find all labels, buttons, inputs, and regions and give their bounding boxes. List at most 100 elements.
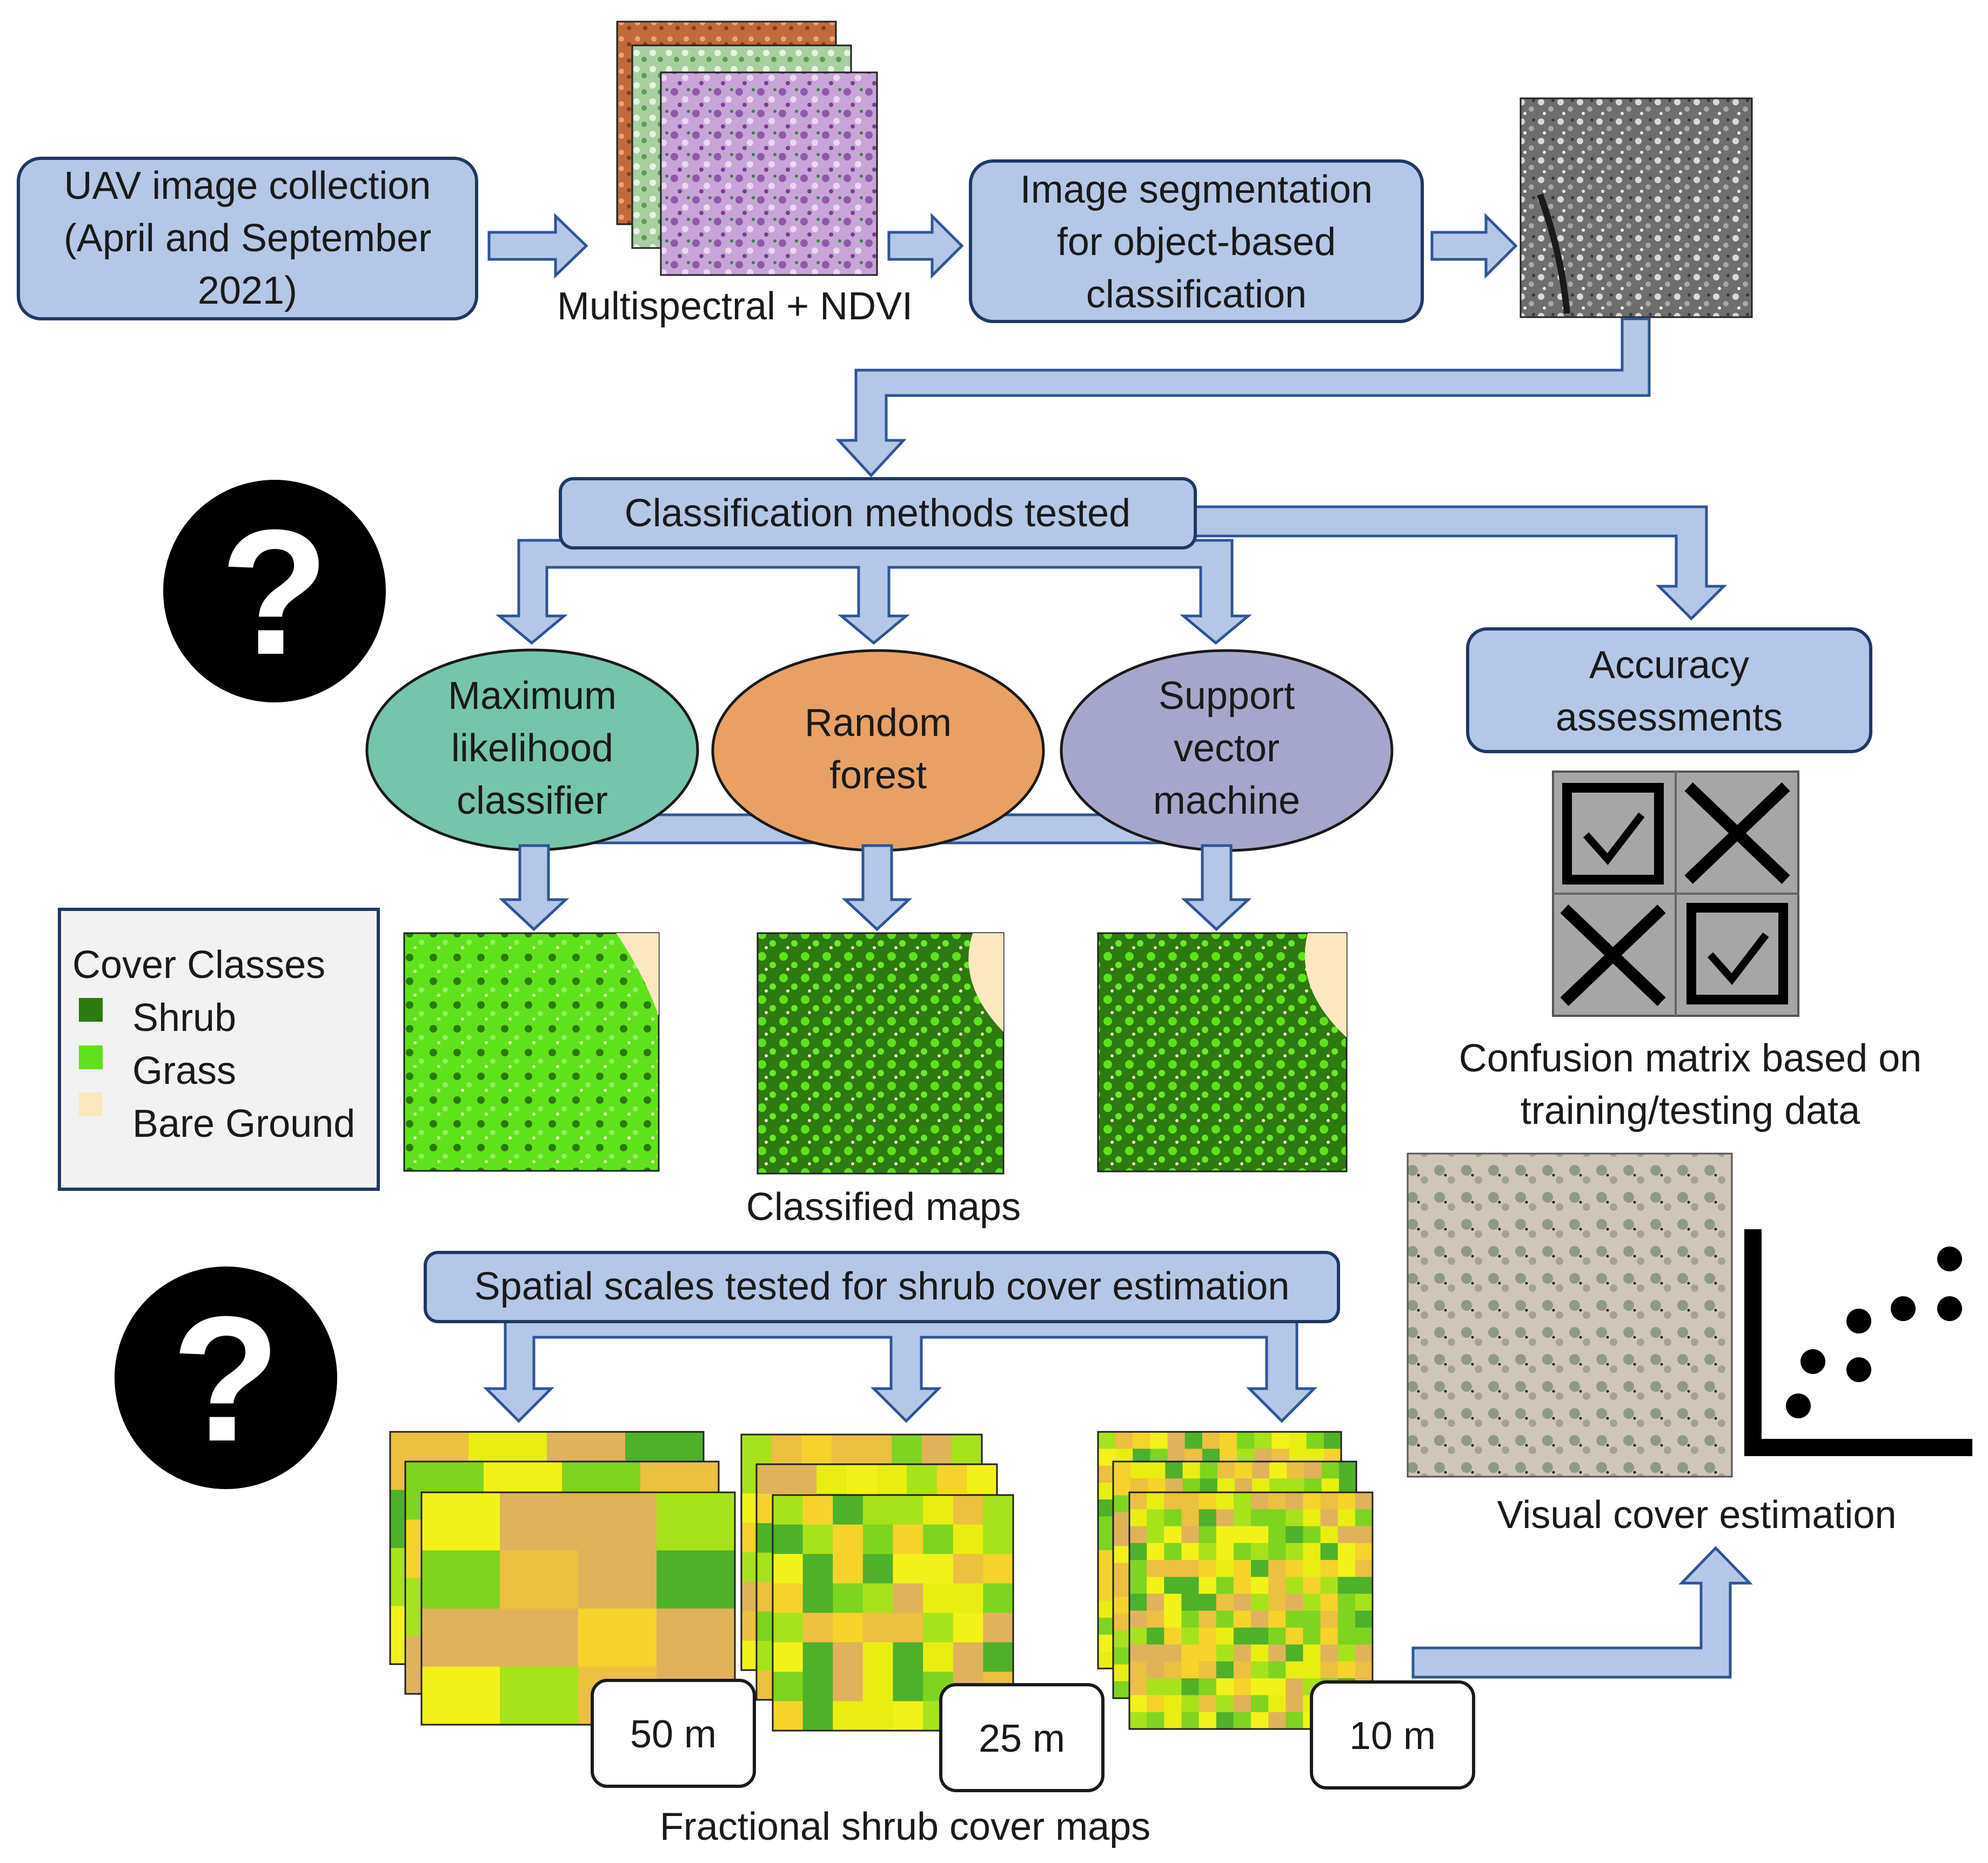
cover-cell xyxy=(773,1642,804,1672)
classified-map-mlc xyxy=(403,932,660,1172)
ellipse-rf: Random forest xyxy=(711,649,1045,852)
question-mark-icon: ? xyxy=(171,1279,280,1478)
cover-cell xyxy=(1268,1678,1286,1696)
cover-cell xyxy=(1338,1462,1357,1479)
arrow-spatial-split xyxy=(483,1309,1318,1423)
cover-cell xyxy=(1254,1432,1272,1449)
cover-cell xyxy=(421,1492,500,1551)
multispectral-stack xyxy=(616,21,878,276)
cover-cell xyxy=(1129,1526,1147,1544)
cover-cell xyxy=(1181,1644,1200,1662)
accuracy-line-1: Accuracy xyxy=(1589,644,1749,687)
cover-cell xyxy=(1216,1611,1234,1628)
cover-cell xyxy=(893,1642,923,1672)
cover-cell xyxy=(1199,1611,1217,1628)
cover-cell xyxy=(1147,1543,1164,1560)
cover-cell xyxy=(1251,1577,1269,1594)
cover-cell xyxy=(833,1701,864,1731)
cover-cell xyxy=(1320,1593,1338,1611)
cover-cell xyxy=(1286,1560,1303,1577)
cover-cell xyxy=(1164,1560,1182,1577)
cover-cell xyxy=(983,1495,1014,1525)
cover-cell xyxy=(1337,1543,1356,1560)
cover-cell xyxy=(1337,1661,1356,1679)
legend-swatch-shrub xyxy=(79,998,103,1022)
cover-cell xyxy=(1129,1577,1147,1594)
cover-cell xyxy=(923,1583,954,1613)
map-border xyxy=(420,1491,736,1726)
cover-cell xyxy=(1337,1526,1356,1544)
cover-cell xyxy=(578,1609,657,1667)
segmented-image xyxy=(1520,97,1753,318)
segmentation-line-2: for object-based xyxy=(1057,220,1336,264)
cover-cell xyxy=(1129,1543,1147,1560)
cover-cell xyxy=(1355,1577,1373,1594)
cover-cell xyxy=(1251,1492,1269,1510)
cover-cell xyxy=(1113,1495,1131,1513)
cover-cell xyxy=(1147,1661,1164,1679)
cover-cell xyxy=(953,1554,983,1584)
segmentation-line-1: Image segmentation xyxy=(1020,168,1373,211)
cover-cell xyxy=(953,1642,983,1672)
cover-cell xyxy=(1130,1462,1148,1479)
cover-cell xyxy=(1235,1462,1253,1479)
cover-cell xyxy=(953,1524,983,1554)
cover-cell xyxy=(1147,1678,1164,1696)
cover-cell xyxy=(1251,1611,1269,1628)
cover-cell xyxy=(861,1435,892,1464)
cover-cell xyxy=(1113,1580,1131,1597)
cover-cell xyxy=(1286,1509,1303,1527)
cover-cell xyxy=(1129,1678,1147,1696)
cover-cell xyxy=(816,1464,847,1494)
cover-cell xyxy=(1268,1593,1286,1611)
cover-cell xyxy=(1216,1661,1234,1679)
cover-cell xyxy=(1113,1681,1131,1699)
fractional-map-stack-50m xyxy=(389,1431,736,1726)
cover-cell xyxy=(833,1495,864,1525)
cover-cell xyxy=(1251,1644,1269,1662)
cover-cell xyxy=(1181,1611,1200,1628)
cover-cell xyxy=(801,1435,832,1464)
cover-cell xyxy=(1268,1577,1286,1594)
cover-cell xyxy=(1233,1644,1251,1662)
cover-cell xyxy=(1113,1529,1131,1546)
cover-cell xyxy=(1181,1543,1200,1560)
cover-cell xyxy=(1217,1462,1235,1479)
cover-cell xyxy=(952,1435,982,1464)
cover-cell xyxy=(1165,1462,1183,1479)
cover-cell xyxy=(1147,1695,1164,1713)
legend-label-bare-ground: Bare Ground xyxy=(132,1102,355,1145)
cover-cell xyxy=(802,1524,833,1554)
fractional-caption: Fractional shrub cover maps xyxy=(660,1805,1150,1848)
cover-cell xyxy=(773,1672,804,1701)
question-mark-2: ? xyxy=(115,1266,337,1489)
cover-cell xyxy=(1268,1695,1286,1713)
cover-cell xyxy=(421,1550,500,1609)
cover-cell xyxy=(983,1583,1014,1613)
cover-cell xyxy=(862,1613,893,1643)
cover-cell xyxy=(1129,1661,1147,1679)
cover-cell xyxy=(1181,1593,1200,1611)
uav-line-3: 2021) xyxy=(198,269,297,312)
cover-cell xyxy=(773,1495,804,1525)
legend-title: Cover Classes xyxy=(72,943,325,987)
cover-cell xyxy=(923,1524,954,1554)
cover-cell xyxy=(1286,1492,1303,1510)
cover-cell xyxy=(1220,1432,1237,1449)
cover-cell xyxy=(953,1583,983,1613)
cover-cell xyxy=(1181,1560,1200,1577)
cover-cell xyxy=(1167,1432,1186,1449)
cover-cell xyxy=(1164,1509,1182,1527)
cover-cell xyxy=(1337,1611,1356,1628)
visual-caption: Visual cover estimation xyxy=(1497,1493,1896,1537)
cover-cell xyxy=(1113,1462,1131,1479)
cover-cell xyxy=(1216,1593,1234,1611)
cover-cell xyxy=(1271,1432,1290,1449)
cover-cell xyxy=(1200,1462,1218,1479)
cover-cell xyxy=(1199,1492,1217,1510)
cover-cell xyxy=(1304,1462,1322,1479)
cover-cell xyxy=(1286,1627,1303,1645)
rf-line-1: Random xyxy=(805,701,952,745)
confusion-matrix-icon xyxy=(1552,770,1799,1017)
